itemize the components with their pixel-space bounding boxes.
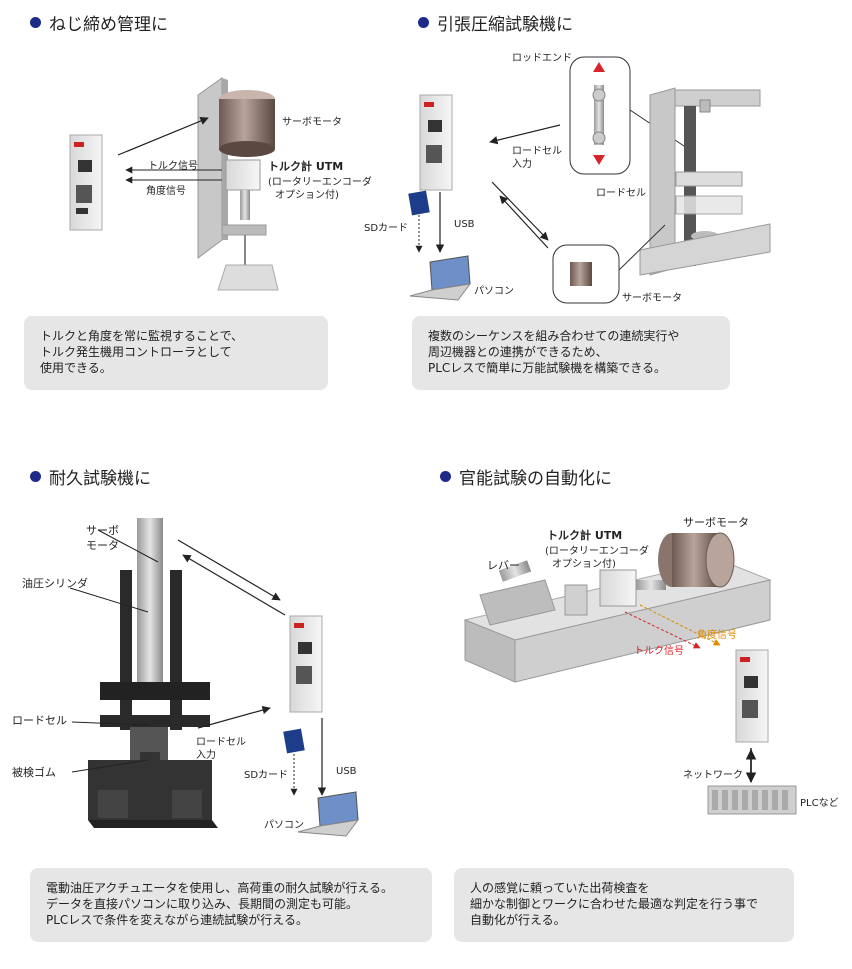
servo-label-2: サーボモータ — [622, 293, 682, 304]
pc-label: パソコン — [474, 286, 514, 297]
sdcard-label-3: SDカード — [244, 770, 289, 781]
controller-4 — [735, 649, 769, 743]
encoder-label-4a: (ロータリーエンコーダ — [545, 546, 649, 557]
description-durability: 電動油圧アクチュエータを使用し、高荷重の耐久試験が行える。 データを直接パソコン… — [30, 868, 432, 942]
servo-label-4: サーボモータ — [683, 516, 749, 529]
rod-end-callout — [569, 56, 631, 175]
section-title-sensory: 官能試験の自動化に — [440, 464, 612, 489]
servo-label-3b: モータ — [86, 539, 119, 552]
torque-meter-label: トルク計 UTM — [268, 160, 344, 173]
bullet-icon — [418, 17, 429, 28]
tensile-tester — [639, 87, 771, 276]
sensory-test-rig — [463, 532, 772, 683]
sd-card-2 — [408, 190, 430, 216]
controller-2 — [419, 94, 453, 191]
description-sensory: 人の感覚に頼っていた出荷検査を 細かな制御とワークに合わせた最適な判定を行う事で… — [454, 868, 794, 942]
loadcell-input-label-2: 入力 — [512, 159, 532, 170]
description-screw: トルクと角度を常に監視することで、 トルク発生機用コントローラとして 使用できる… — [24, 316, 328, 390]
encoder-label-2: オプション付) — [275, 190, 339, 201]
network-label: ネットワーク — [683, 770, 743, 781]
sd-card-3 — [283, 728, 305, 754]
laptop-2 — [409, 255, 472, 301]
torque-signal-label: トルク信号 — [148, 161, 198, 172]
durability-tester — [88, 518, 218, 828]
bullet-icon — [30, 471, 41, 482]
controller-3 — [289, 615, 323, 713]
section-title-durability: 耐久試験機に — [30, 464, 151, 489]
loadcell-input-label-1: ロードセル — [512, 146, 562, 157]
loadcell-input-label-3a: ロードセル — [196, 737, 246, 748]
lever-label: レバー — [487, 559, 520, 572]
loadcell-label: ロードセル — [596, 188, 646, 199]
bullet-icon — [440, 471, 451, 482]
section-title-screw: ねじ締め管理に — [30, 10, 168, 35]
servo-label: サーボモータ — [282, 117, 342, 128]
servo-callout-2 — [552, 224, 666, 304]
screw-tightening-rig — [197, 77, 279, 291]
plc-label: PLCなど — [800, 798, 839, 809]
encoder-label-4b: オプション付) — [552, 559, 616, 570]
torque-signal-label-4: トルク信号 — [634, 646, 684, 657]
loadcell-input-label-3b: 入力 — [196, 750, 216, 761]
servo-label-3a: サーボ — [86, 524, 119, 537]
encoder-label-1: (ロータリーエンコーダ — [268, 177, 372, 188]
rod-end-label: ロッドエンド — [512, 53, 572, 64]
usb-label: USB — [454, 219, 475, 230]
description-tensile: 複数のシーケンスを組み合わせての連続実行や 周辺機器との連携ができるため、 PL… — [412, 316, 730, 390]
plc-rack — [707, 785, 797, 815]
sdcard-label: SDカード — [364, 223, 409, 234]
rubber-label: 被検ゴム — [12, 766, 56, 779]
loadcell-label-3: ロードセル — [12, 714, 67, 727]
section-title-tensile: 引張圧縮試験機に — [418, 10, 573, 35]
laptop-3 — [297, 791, 360, 837]
usb-label-3: USB — [336, 766, 357, 777]
controller-1 — [69, 134, 103, 231]
angle-signal-label: 角度信号 — [146, 186, 186, 197]
torque-meter-label-4: トルク計 UTM — [547, 529, 623, 542]
angle-signal-label-4: 角度信号 — [697, 630, 737, 641]
pc-label-3: パソコン — [264, 820, 304, 831]
bullet-icon — [30, 17, 41, 28]
cylinder-label: 油圧シリンダ — [22, 577, 88, 590]
